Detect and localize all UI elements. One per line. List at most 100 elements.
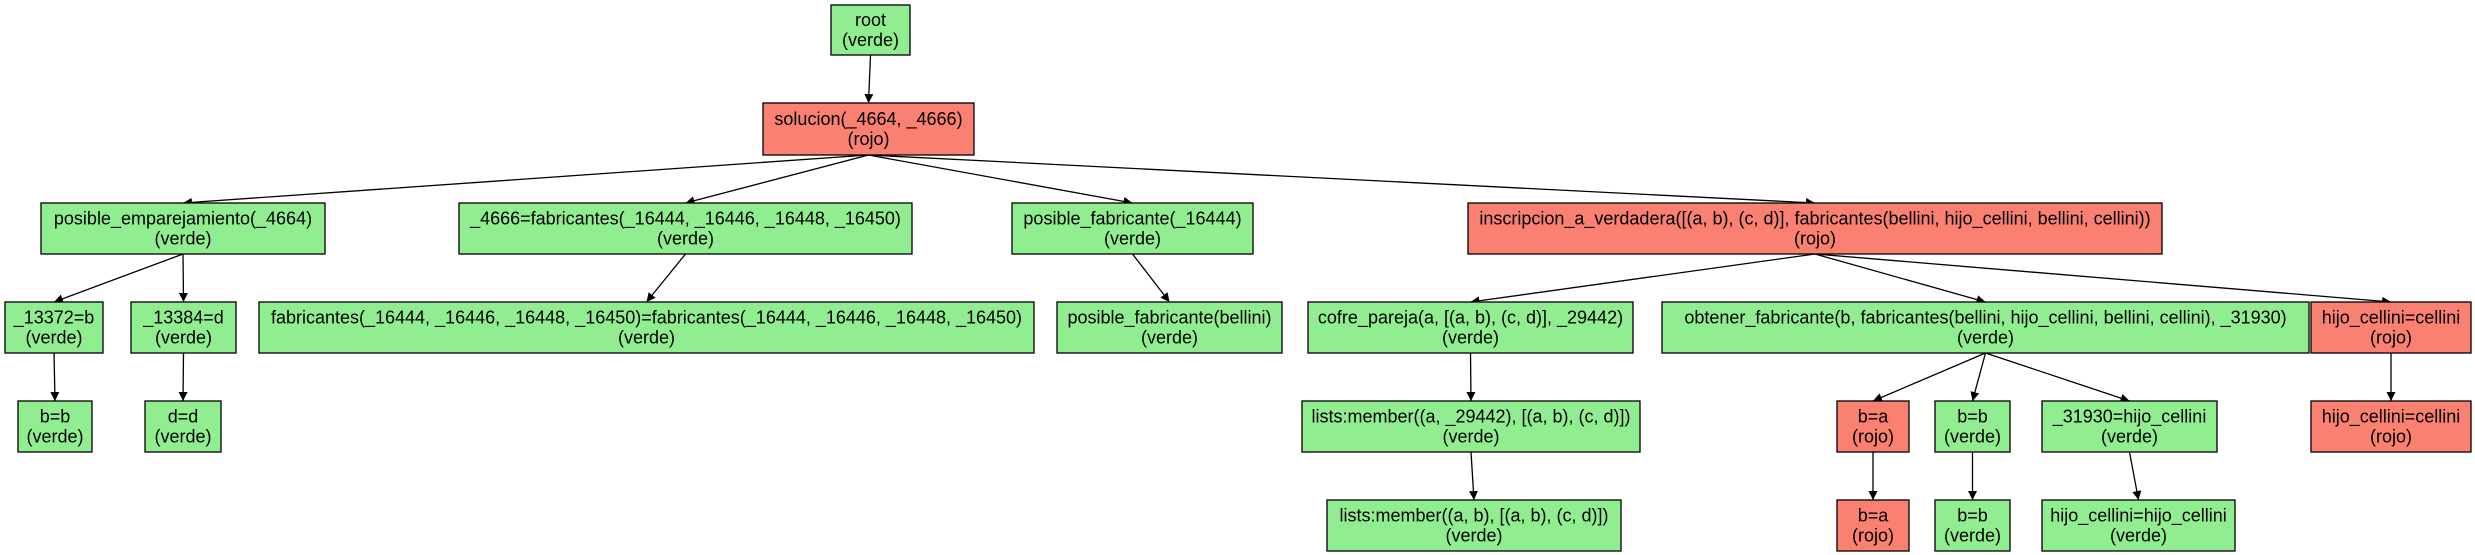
- node-cofre: cofre_pareja(a, [(a, b), (c, d)], _29442…: [1307, 301, 1634, 354]
- node-box: [2310, 400, 2472, 453]
- node-b-eq-a-2: b=a(rojo): [1836, 499, 1910, 552]
- node-status: (verde): [1442, 427, 1499, 447]
- node-hijo-cellini-1: hijo_cellini=cellini(rojo): [2310, 301, 2472, 354]
- node-obtener: obtener_fabricante(b, fabricantes(bellin…: [1661, 301, 2310, 354]
- edge-inscripcion-to-hijo-cellini-1: [1814, 253, 2392, 306]
- node-inscripcion: inscripcion_a_verdadera([(a, b), (c, d)]…: [1467, 202, 2163, 255]
- node-box: [144, 400, 222, 453]
- node-status: (verde): [1944, 526, 2001, 546]
- node-label: hijo_cellini=cellini: [2322, 308, 2461, 329]
- node-box: [1301, 400, 1641, 453]
- node-status: (rojo): [2370, 427, 2412, 447]
- node-status: (verde): [657, 229, 714, 249]
- node-b-eq-a-1: b=a(rojo): [1836, 400, 1910, 453]
- edge-obtener-to-b-eq-a-1: [1872, 352, 1986, 402]
- node-status: (verde): [1944, 427, 2001, 447]
- node-label: fabricantes(_16444, _16446, _16448, _164…: [271, 308, 1022, 329]
- edge-solucion-to-posible-fabricante: [868, 154, 1133, 206]
- edge-posible-emparejamiento-to-eq-13384: [178, 253, 188, 303]
- node-status: (verde): [1141, 328, 1198, 348]
- node-status: (verde): [1957, 328, 2014, 348]
- edge-cofre-to-member-1: [1466, 352, 1476, 402]
- edge-eq-13384-to-d-eq-d: [178, 352, 188, 402]
- edge-obtener-to-b-eq-b-1: [1970, 352, 1987, 402]
- node-status: (verde): [2110, 526, 2167, 546]
- node-box: [1011, 202, 1254, 255]
- node-label: _31930=hijo_cellini: [2052, 407, 2207, 428]
- node-label: solucion(_4664, _4666): [774, 109, 962, 130]
- node-box: [1934, 499, 2011, 552]
- node-d-eq-d: d=d(verde): [144, 400, 222, 453]
- node-box: [1661, 301, 2310, 354]
- edge-posible-emparejamiento-to-eq-13372: [53, 253, 184, 304]
- edge-root-to-solucion: [864, 54, 874, 104]
- node-label: b=b: [1957, 506, 1988, 526]
- node-box: [1467, 202, 2163, 255]
- node-label: root: [855, 10, 886, 30]
- node-label: inscripcion_a_verdadera([(a, b), (c, d)]…: [1479, 209, 2150, 230]
- node-box: [458, 202, 913, 255]
- node-status: (rojo): [1852, 526, 1894, 546]
- nodes-layer: root(verde)solucion(_4664, _4666)(rojo)p…: [4, 4, 2472, 552]
- node-box: [1326, 499, 1622, 552]
- node-box: [40, 202, 326, 255]
- edge-inscripcion-to-obtener: [1814, 253, 1986, 304]
- node-box: [1307, 301, 1634, 354]
- node-status: (verde): [155, 328, 212, 348]
- node-box: [2310, 301, 2472, 354]
- edge-posible-fabricante-to-posible-fab-bellini: [1131, 253, 1171, 303]
- node-member-2: lists:member((a, b), [(a, b), (c, d)])(v…: [1326, 499, 1622, 552]
- node-solucion: solucion(_4664, _4666)(rojo): [762, 102, 975, 156]
- node-status: (verde): [618, 328, 675, 348]
- node-b-eq-b-1: b=b(verde): [1934, 400, 2011, 453]
- node-posible-fab-bellini: posible_fabricante(bellini)(verde): [1056, 301, 1283, 354]
- node-box: [4, 301, 104, 354]
- node-status: (verde): [26, 427, 83, 447]
- node-label: obtener_fabricante(b, fabricantes(bellin…: [1684, 308, 2286, 329]
- node-b-eq-b-2: b=b(verde): [1934, 499, 2011, 552]
- node-label: b=a: [1858, 407, 1890, 427]
- edge-eq-13372-to-b-eq-b-left: [50, 352, 60, 402]
- edges-layer: [50, 54, 2396, 501]
- node-status: (verde): [1104, 229, 1161, 249]
- node-posible-fabricante: posible_fabricante(_16444)(verde): [1011, 202, 1254, 255]
- node-box: [2041, 499, 2236, 552]
- edge-eq-31930-to-hijo-hijo: [2128, 451, 2142, 501]
- edge-solucion-to-posible-emparejamiento: [182, 154, 869, 207]
- node-status: (verde): [842, 30, 899, 50]
- node-label: b=a: [1858, 506, 1890, 526]
- node-box: [830, 4, 911, 56]
- edge-eq-4666-to-fab-eq: [645, 253, 687, 303]
- node-label: hijo_cellini=hijo_cellini: [2050, 506, 2227, 527]
- node-status: (verde): [25, 328, 82, 348]
- node-status: (rojo): [847, 129, 889, 149]
- node-box: [258, 301, 1035, 354]
- node-label: cofre_pareja(a, [(a, b), (c, d)], _29442…: [1318, 308, 1623, 329]
- node-hijo-cellini-2: hijo_cellini=cellini(rojo): [2310, 400, 2472, 453]
- node-posible-emparejamiento: posible_emparejamiento(_4664)(verde): [40, 202, 326, 255]
- node-box: [17, 400, 93, 453]
- node-status: (rojo): [1852, 427, 1894, 447]
- node-label: _4666=fabricantes(_16444, _16446, _16448…: [469, 209, 901, 230]
- node-box: [2041, 400, 2218, 453]
- edge-solucion-to-eq-4666: [685, 154, 869, 206]
- node-status: (verde): [2101, 427, 2158, 447]
- node-label: posible_emparejamiento(_4664): [54, 209, 312, 230]
- node-label: b=b: [1957, 407, 1988, 427]
- node-box: [1934, 400, 2011, 453]
- node-status: (verde): [154, 427, 211, 447]
- node-label: posible_fabricante(_16444): [1023, 209, 1241, 230]
- node-label: posible_fabricante(bellini): [1067, 308, 1271, 329]
- node-hijo-hijo: hijo_cellini=hijo_cellini(verde): [2041, 499, 2236, 552]
- node-label: b=b: [40, 407, 71, 427]
- node-status: (rojo): [1794, 229, 1836, 249]
- edge-obtener-to-eq-31930: [1985, 352, 2130, 403]
- node-status: (verde): [1442, 328, 1499, 348]
- node-eq-13372: _13372=b(verde): [4, 301, 104, 354]
- node-box: [1056, 301, 1283, 354]
- node-eq-31930: _31930=hijo_cellini(verde): [2041, 400, 2218, 453]
- node-fab-eq: fabricantes(_16444, _16446, _16448, _164…: [258, 301, 1035, 354]
- node-status: (rojo): [2370, 328, 2412, 348]
- node-box: [130, 301, 237, 354]
